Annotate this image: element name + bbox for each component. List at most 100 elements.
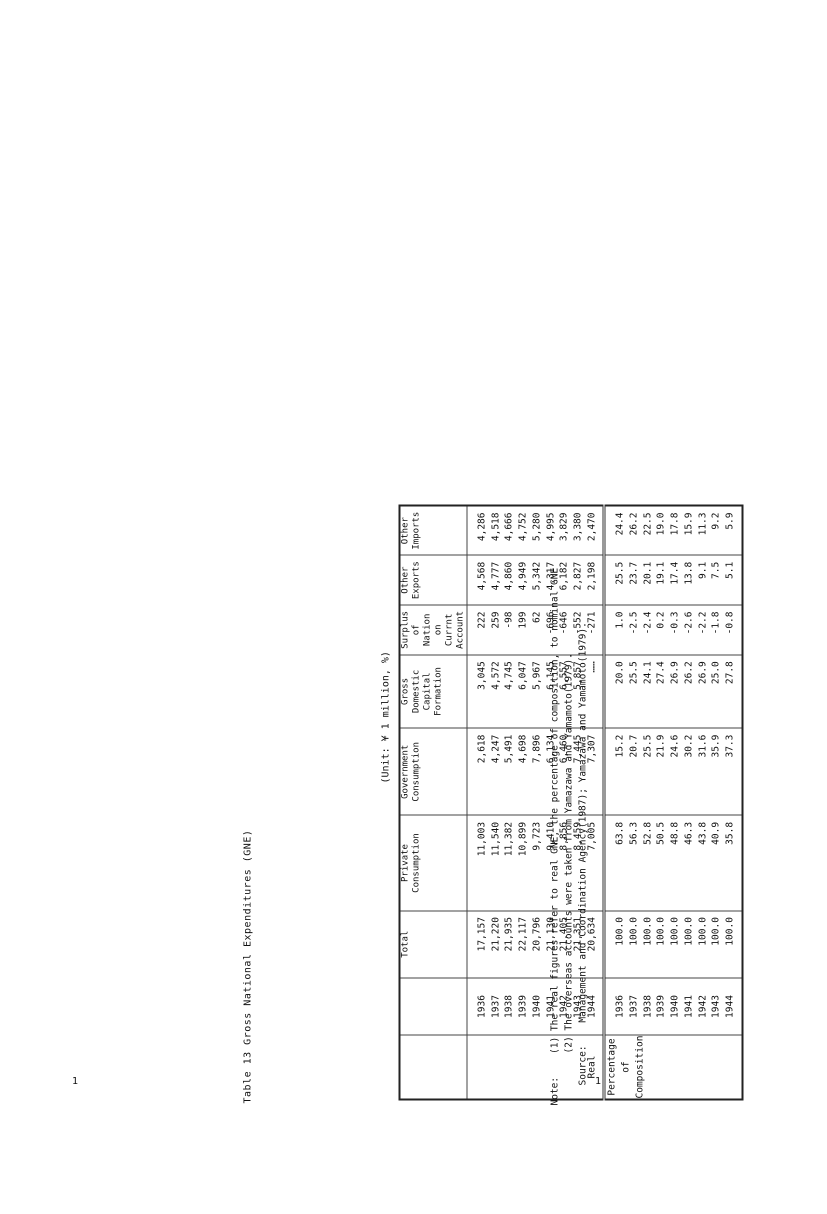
pct-imports-cell: 22.5 <box>642 512 654 536</box>
pct-private-cell: 35.8 <box>724 821 736 845</box>
real-imports-cell: 4,666 <box>503 512 515 542</box>
pct-surplus-cell: -1.8 <box>710 611 722 635</box>
real-surplus-cell: 259 <box>490 611 502 629</box>
real-total-cell: 21,220 <box>490 917 502 952</box>
pct-imports-cell: 5.9 <box>724 512 736 530</box>
real-surplus-cell: -98 <box>503 611 515 629</box>
pct-private-cell: 48.8 <box>669 821 681 845</box>
real-government-cell: 5,491 <box>503 734 515 764</box>
pct-exports-cell: 13.8 <box>683 561 695 585</box>
pct-total-cell: 100.0 <box>655 917 667 946</box>
pct-government-cell: 15.2 <box>614 734 626 758</box>
pct-total-cell: 100.0 <box>642 917 654 946</box>
pct-years-cell: 1942 <box>697 995 709 1018</box>
pct-government-cell: 35.9 <box>710 734 722 758</box>
page-mark-right: 1 <box>595 1076 602 1087</box>
pct-years-cell: 1938 <box>642 995 654 1018</box>
real-exports-cell: 4,568 <box>476 561 488 591</box>
source-line: Source: Management and Coordination Agen… <box>578 622 589 1085</box>
real-imports-cell: 4,995 <box>545 512 557 542</box>
note-1: (1) The real figures refer to real GNE, … <box>549 567 561 1054</box>
rotated-page-content: Table 13 Gross National Expenditures (GN… <box>231 0 744 1214</box>
real-surplus-cell: 62 <box>531 611 543 623</box>
pct-years-cell: 1943 <box>710 995 722 1018</box>
header-government: Government Consumption <box>399 728 467 816</box>
real-exports-cell: 4,860 <box>503 561 515 591</box>
pct-capital-cell: 25.0 <box>710 661 722 685</box>
pct-total-cell: 100.0 <box>614 917 626 946</box>
real-private-cell: 9,723 <box>531 821 543 851</box>
pct-private-cell: 63.8 <box>614 821 626 845</box>
pct-exports-cell: 17.4 <box>669 561 681 585</box>
pct-imports-cell: 24.4 <box>614 512 626 536</box>
real-total-cell: 20,796 <box>531 917 543 952</box>
real-exports-cell: 5,342 <box>531 561 543 591</box>
real-imports-cell: 3,829 <box>558 512 570 542</box>
pct-private-cell: 40.9 <box>710 821 722 845</box>
pct-government-cell: 20.7 <box>628 734 640 758</box>
pct-years-cell: 1940 <box>669 995 681 1018</box>
pct-label-cell: Percentage <box>606 1038 618 1096</box>
pct-government-cell: 21.9 <box>655 734 667 758</box>
pct-label-cell: Composition <box>634 1035 646 1099</box>
real-capital-cell: 4,572 <box>490 661 502 690</box>
pct-capital-cell: 27.8 <box>724 661 736 685</box>
real-imports-cell: 4,752 <box>517 512 529 542</box>
pct-government-cell: 25.5 <box>642 734 654 758</box>
real-capital-cell: 4,745 <box>503 661 515 690</box>
note-label: Note: <box>549 1076 561 1106</box>
pct-total-cell: 100.0 <box>669 917 681 946</box>
pct-capital-cell: 26.9 <box>697 661 709 685</box>
real-private-cell: 10,899 <box>517 821 529 857</box>
real-exports-cell: 2,827 <box>572 561 584 591</box>
pct-total-cell: 100.0 <box>697 917 709 946</box>
real-years-cell: 1936 <box>476 995 488 1018</box>
pct-surplus-cell: -0.8 <box>724 611 736 635</box>
real-government-cell: 2,618 <box>476 734 488 764</box>
header-imports: Other Imports <box>399 505 467 556</box>
real-surplus-cell: 222 <box>476 611 488 629</box>
real-private-cell: 11,540 <box>490 821 502 857</box>
header-blank-1 <box>400 1035 468 1099</box>
pct-imports-cell: 26.2 <box>628 512 640 536</box>
pct-total-cell: 100.0 <box>724 917 736 946</box>
header-capital: Gross Domestic Capital Formation <box>399 654 467 729</box>
pct-surplus-cell: -2.5 <box>628 611 640 635</box>
real-imports-cell: 5,280 <box>531 512 543 542</box>
real-exports-cell: 4,949 <box>517 561 529 591</box>
header-blank-2 <box>399 977 467 1036</box>
real-surplus-cell: 199 <box>517 611 529 629</box>
source-text: Management and Coordination Agency(1987)… <box>577 622 589 1023</box>
note-line-1: Note: (1) The real figures refer to real… <box>550 568 561 1106</box>
header-total: Total <box>399 910 467 978</box>
real-total-cell: 21,935 <box>503 917 515 952</box>
real-capital-cell: 5,967 <box>531 661 543 690</box>
header-private: Private Consumption <box>399 815 467 911</box>
real-government-cell: 7,896 <box>531 734 543 764</box>
real-imports-cell: 4,518 <box>490 512 502 542</box>
pct-private-cell: 50.5 <box>655 821 667 845</box>
header-surplus: Surplus of Nation on Currnt Account <box>399 605 467 655</box>
pct-exports-cell: 20.1 <box>642 561 654 585</box>
source-label: Source: <box>577 1045 589 1086</box>
pct-capital-cell: 24.1 <box>642 661 654 685</box>
header-row: Total Private Consumption Government Con… <box>399 505 468 1100</box>
pct-capital-cell: 20.0 <box>614 661 626 685</box>
pct-exports-cell: 19.1 <box>655 561 667 585</box>
real-years-cell: 1939 <box>517 995 529 1018</box>
real-government-cell: 4,247 <box>490 734 502 764</box>
pct-exports-cell: 5.1 <box>724 561 736 579</box>
pct-government-cell: 30.2 <box>683 734 695 758</box>
pct-private-cell: 46.3 <box>683 821 695 845</box>
pct-imports-cell: 19.0 <box>655 512 667 536</box>
real-capital-cell: 6,047 <box>517 661 529 690</box>
pct-years-cell: 1936 <box>614 995 626 1018</box>
pct-total-cell: 100.0 <box>710 917 722 946</box>
pct-private-cell: 43.8 <box>697 821 709 845</box>
pct-capital-cell: 25.5 <box>628 661 640 685</box>
